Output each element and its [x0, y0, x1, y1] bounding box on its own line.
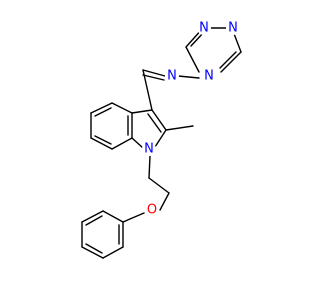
bond-ph-c3-c4: [81, 246, 104, 259]
bond-ch-c3: [142, 69, 153, 111]
bond-c2-n1: [154, 129, 167, 148]
atom-bg-triazole-n2: [226, 21, 240, 35]
bond-ph-c2-c3: [102, 246, 124, 259]
bond-ch2-o: [159, 192, 170, 211]
atom-triazole-n4: N: [204, 69, 214, 84]
atom-imine-n: N: [167, 69, 177, 84]
bond-ch2-ch2: [148, 177, 170, 194]
bond-triazole-n4-c5: [185, 46, 200, 73]
bond-c4-c5: [90, 102, 113, 114]
bond-c3-c2-double: [147, 113, 162, 133]
atom-bg-ether-o: [145, 203, 159, 217]
atom-labels: N N N N N O: [142, 21, 240, 218]
atom-bg-triazole-n1: [197, 21, 211, 35]
atom-triazole-n1: N: [199, 21, 209, 36]
bonds: [81, 27, 242, 259]
bond-ph-c5-c6-double: [85, 215, 103, 226]
bond-imine-n-ch-double: [142, 74, 165, 81]
bond-c3a-c4: [111, 102, 133, 114]
bond-c6-c7-double: [94, 135, 112, 145]
bond-imine-n-ch: [142, 69, 166, 77]
bond-ph-c5-c6: [81, 210, 104, 223]
bond-c4-c5-double: [94, 107, 112, 117]
bond-c2-methyl: [165, 125, 194, 131]
bond-n1-ch2: [148, 155, 151, 179]
molecule-structure-diagram: N N N N N O: [81, 21, 242, 259]
bond-o-phenyl: [122, 212, 145, 223]
atom-bg-indole-n: [142, 142, 156, 156]
atom-bg-imine-n: [165, 69, 179, 83]
atom-triazole-n2: N: [228, 21, 238, 36]
bond-triazole-c3-n4-double: [219, 51, 237, 69]
bond-n1-c7a: [131, 137, 144, 149]
bond-ph-c3-c4-double: [85, 243, 103, 254]
bond-c3a-c3: [131, 109, 153, 114]
atom-bg-triazole-n4: [202, 69, 216, 83]
bond-ph-c6-c1: [102, 210, 124, 223]
bond-triazole-c3-n4: [220, 51, 242, 73]
bond-c3-c2: [151, 109, 167, 131]
bond-c6-c7: [90, 137, 113, 150]
bond-c7-c7a: [111, 137, 133, 150]
atom-ether-o: O: [147, 203, 157, 218]
bond-n4-imine-n: [177, 75, 200, 79]
atom-indole-n: N: [144, 142, 154, 157]
